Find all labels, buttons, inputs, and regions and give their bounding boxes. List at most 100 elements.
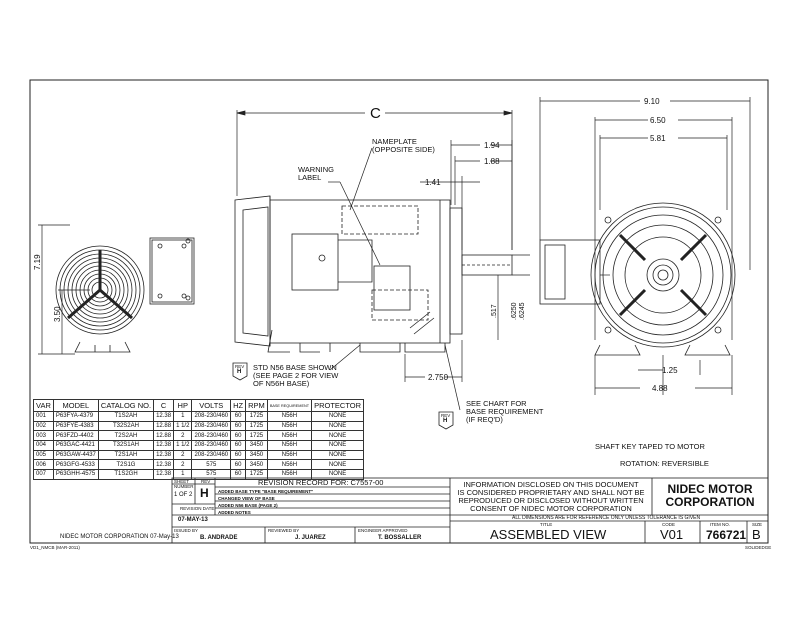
cell: 575 [191,459,232,471]
cell: NONE [311,459,365,471]
sheet-number: 1 OF 2 [174,492,193,498]
revision-record-header: REVISION RECORD FOR: C7557-00 [258,478,384,487]
shaft-vertical-dims [497,254,530,340]
cell: 1 [173,469,193,480]
cell: N56H [266,420,313,432]
cell: 1725 [245,420,268,432]
callout-leaders [328,147,461,411]
code-label: CODE [662,522,676,527]
cell: 1725 [245,411,268,422]
cell: T2S1AH [97,449,155,461]
cell: 004 [33,440,54,451]
item-label: ITEM NO. [710,522,730,527]
cell: 006 [33,459,54,471]
dim-overall-width: 9.10 [644,97,660,106]
cell: N56H [266,440,313,451]
shaft-end-view [539,202,736,356]
cell: 12.38 [153,440,175,451]
rev-value: H [200,486,209,500]
c-dimension [236,110,513,250]
cell: P63FZD-4402 [52,430,99,442]
cell: 208-230/460 [191,411,232,422]
col-var: VAR [33,399,54,412]
cell: 60 [230,449,247,461]
cell: NONE [311,469,365,480]
dim-center-height: 3.50 [53,306,62,322]
cell: 001 [33,411,54,422]
cell: N56H [266,459,313,471]
variant-table: VAR MODEL CATALOG NO. C HP VOLTS HZ RPM … [33,399,365,480]
right-dimension-lines [539,97,751,395]
cell: 12.88 [153,420,175,432]
cell: 1 [173,411,193,422]
rev-tag-letter-1: H [237,369,242,375]
cell: 003 [33,430,54,442]
engineer: T. BOSSALLER [378,535,422,541]
col-volts: VOLTS [191,399,232,412]
revision-date: 07-MAY-13 [178,517,208,523]
dim-c: C [370,105,381,122]
col-protector: PROTECTOR [311,399,365,412]
cell: T32S2AH [97,420,155,432]
col-c: C [153,399,175,412]
engineer-label: ENGINEER APPROVED [358,528,408,533]
cell: NONE [311,411,365,422]
cell: 2 [173,430,193,442]
company-name: NIDEC MOTOR CORPORATION [665,482,755,509]
side-view-motor [234,195,513,353]
cell: T32S1AH [97,440,155,451]
cell: 60 [230,420,247,432]
issued-by-label: ISSUED BY [174,528,199,533]
revision-note-3: ADDED N56 BASE (PAGE 2) [218,503,278,508]
cell: 3450 [245,449,268,461]
cell: T1S2AH [97,411,155,422]
cell: 60 [230,430,247,442]
cell: N56H [266,449,313,461]
disclosure-text: INFORMATION DISCLOSED ON THIS DOCUMENT I… [457,480,645,513]
cell: 12.38 [153,459,175,471]
table-header-row: VAR MODEL CATALOG NO. C HP VOLTS HZ RPM … [33,399,365,412]
dim-6245: .6245 [519,302,526,320]
dim-2750: 2.750 [428,373,449,382]
cell: P63GFG-4533 [52,459,99,471]
rev-tag-graphics [232,362,454,430]
issued-by: B. ANDRADE [200,535,238,541]
rev-tag-label-2: REV [441,413,451,418]
cell: 2 [173,459,193,471]
cell: P63FYA-4379 [52,411,99,422]
reviewed-by-label: REVIEWED BY [268,528,300,533]
fan-end-view [55,237,195,353]
cell: 60 [230,469,247,480]
cell: 002 [33,420,54,432]
rev-tag-label-1: REV [235,364,245,369]
cell: 12.38 [153,411,175,422]
cell: T1S2GH [97,469,155,480]
col-model: MODEL [52,399,99,412]
cell: NONE [311,430,365,442]
cell: 208-230/460 [191,420,232,432]
tolerance-note: ALL DIMENSIONS ARE FOR REFERENCE ONLY UN… [512,515,701,521]
col-base-req: BASE REQUIREMENT [266,399,313,412]
cell: NONE [311,440,365,451]
shaft-dimensions [420,140,513,250]
cell: NONE [311,420,365,432]
dim-bolt-width: 6.50 [650,116,666,125]
rev-tag-letter-2: H [443,418,448,424]
dim-height: 7.19 [33,254,42,270]
cell: 2 [173,449,193,461]
solidedge-tag: SOLIDEDGE [745,545,772,550]
cell: N56H [266,411,313,422]
cell: 575 [191,469,232,480]
cell: 60 [230,411,247,422]
cell: P63GAW-4437 [52,449,99,461]
col-hp: HP [173,399,193,412]
